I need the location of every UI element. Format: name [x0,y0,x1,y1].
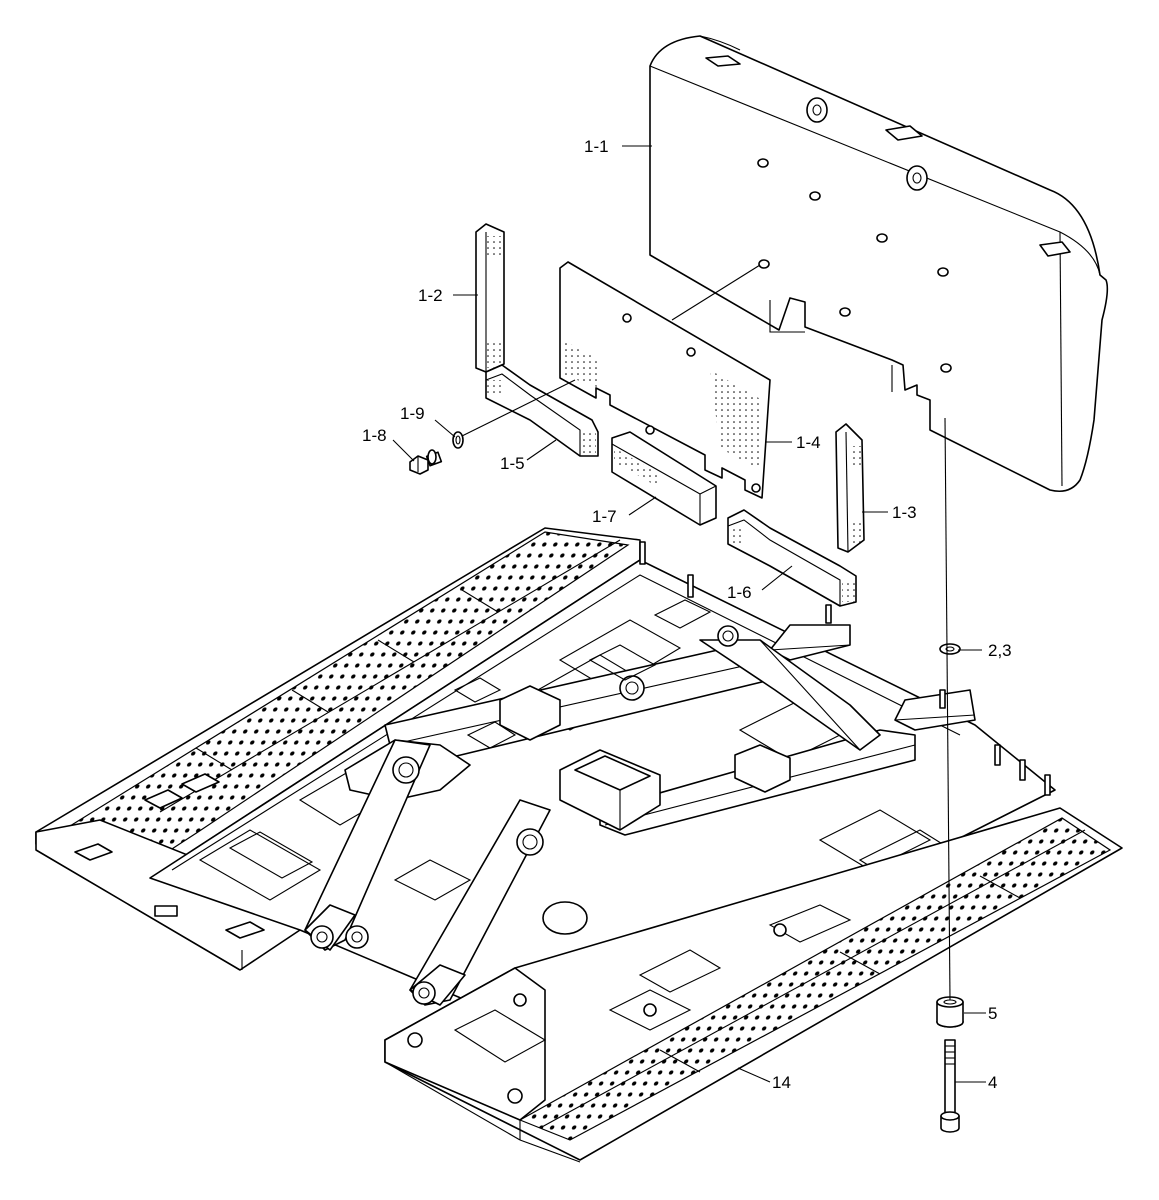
rear-support-arms [639,541,1051,796]
callout-1-5: 1-5 [500,454,525,473]
leader-lines [392,145,986,1083]
callout-labels: 1-1 1-2 1-3 1-4 1-5 1-6 1-7 1-8 1-9 2,3 … [362,137,1012,1092]
plate-1-3 [835,423,865,553]
callout-1-2: 1-2 [418,286,443,305]
plate-1-2 [475,223,505,373]
callout-1-6: 1-6 [727,583,752,602]
block-1-5 [485,364,599,457]
callout-1-9: 1-9 [400,404,425,423]
callout-1-1: 1-1 [584,137,609,156]
plate-1-4 [559,261,771,499]
bolt-4 [940,1039,960,1133]
right-walkway-plate [384,807,1123,1163]
left-walkway-plate [35,527,641,971]
callout-1-3: 1-3 [892,503,917,522]
assembly-lines [461,264,951,1001]
callout-1-7: 1-7 [592,507,617,526]
callout-1-8: 1-8 [362,426,387,445]
callout-1-4: 1-4 [796,433,821,452]
upper-frame-assembly [35,527,1123,1163]
block-1-7 [611,431,717,526]
callout-4: 4 [988,1073,997,1092]
callout-2-3: 2,3 [988,641,1012,660]
callout-5: 5 [988,1004,997,1023]
spacer-5 [936,996,964,1028]
block-1-6 [727,509,857,607]
boom-foot-bracket [304,739,588,1006]
callout-14: 14 [772,1073,791,1092]
center-box [453,599,791,831]
counterweight [649,35,1109,493]
washer-1-9 [452,431,464,449]
washer-2-3 [939,643,961,655]
bolt-1-8 [409,449,443,475]
